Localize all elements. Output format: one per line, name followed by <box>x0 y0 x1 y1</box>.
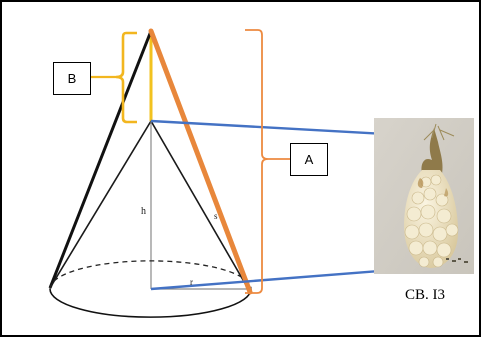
label-h: h <box>141 206 146 217</box>
label-box-a: A <box>290 143 328 176</box>
photo-caption: CB. I3 <box>375 287 475 304</box>
label-s: s <box>214 211 218 221</box>
label-r: r <box>190 277 193 287</box>
specimen-photo <box>374 118 474 274</box>
base-ellipse-front <box>50 289 251 317</box>
inner-cone-left-edge <box>50 121 151 288</box>
label-a-text: A <box>305 152 314 167</box>
label-box-b: B <box>53 62 91 95</box>
label-b-text: B <box>68 71 77 86</box>
inner-cone-right-edge <box>151 121 250 292</box>
bracket-a <box>245 30 268 293</box>
outer-cone-right-edge <box>151 31 250 292</box>
ear-of-corn-specimen-photo <box>374 118 474 274</box>
